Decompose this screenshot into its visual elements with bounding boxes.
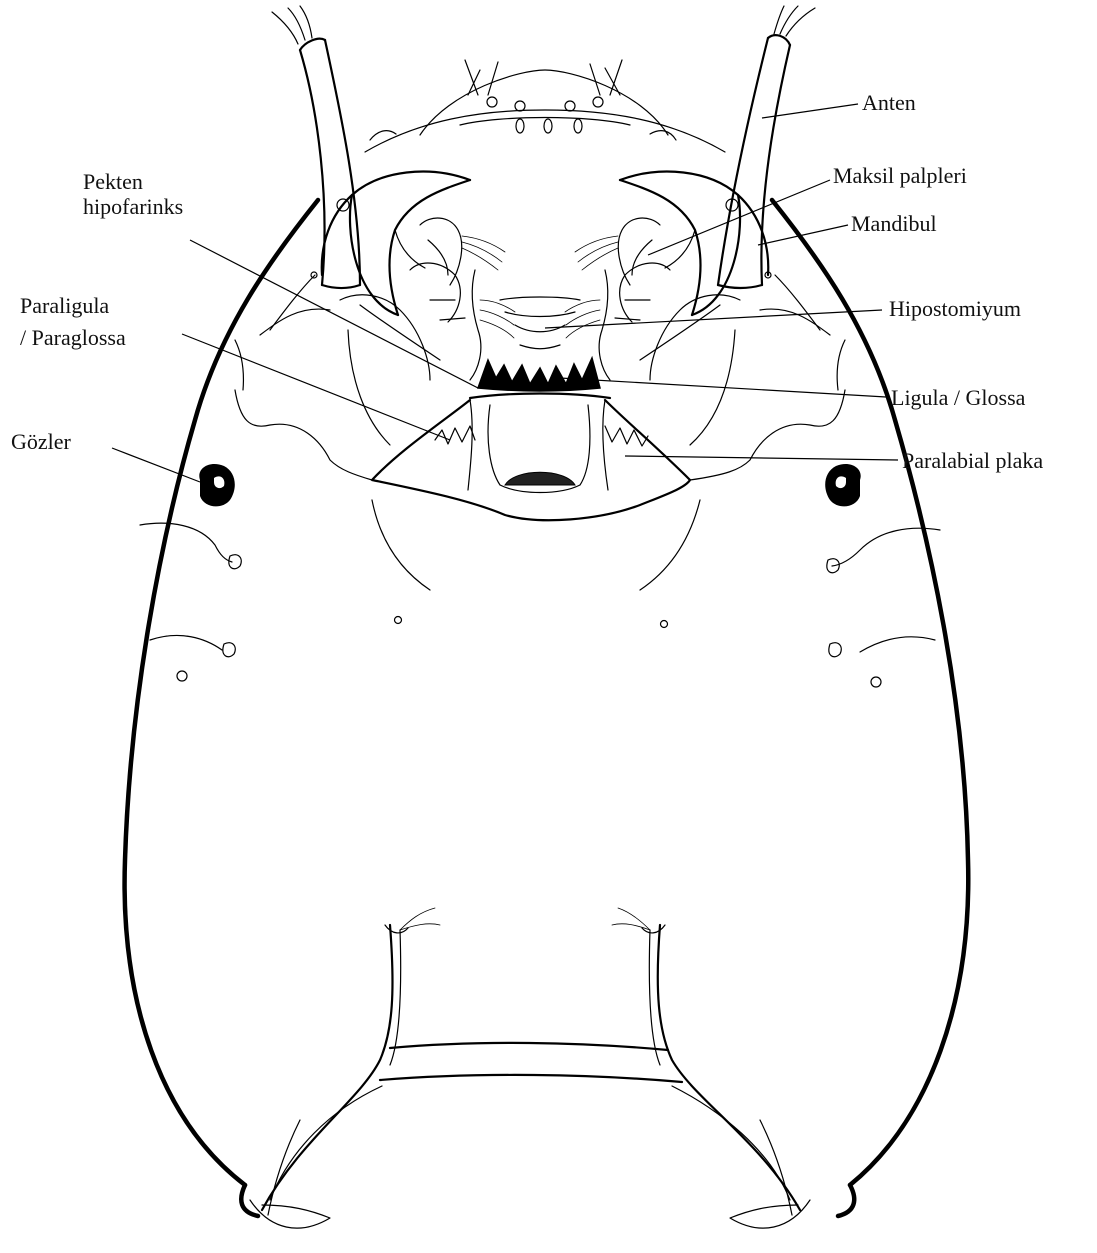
leader-paraligula — [182, 334, 450, 440]
hypostomium — [500, 297, 580, 349]
ligula — [470, 358, 610, 398]
label-pekten-line2: hipofarinks — [83, 194, 183, 219]
labrum-region — [365, 60, 725, 152]
eye-right — [825, 464, 860, 506]
head-capsule-outline — [125, 200, 969, 1216]
mentum-paralabial-plate — [372, 400, 690, 520]
eye-left — [199, 464, 234, 506]
label-pekten-line1: Pekten — [83, 169, 143, 194]
label-hipostomiyum: Hipostomiyum — [889, 296, 1021, 321]
maxilla-left — [340, 218, 515, 380]
leader-pekten — [190, 240, 478, 388]
label-maksil-palpleri: Maksil palpleri — [833, 163, 967, 188]
label-paralabial: Paralabial plaka — [902, 448, 1043, 473]
setae-left — [140, 523, 402, 681]
occipital-region — [250, 908, 810, 1228]
label-paraligula-line2: / Paraglossa — [20, 325, 126, 350]
label-paraligula-line1: Paraligula — [20, 293, 109, 318]
label-anten: Anten — [862, 90, 916, 115]
labels: Anten Maksil palpleri Mandibul Pekten hi… — [11, 90, 1043, 473]
leader-lines — [112, 104, 898, 482]
setae-right — [661, 528, 941, 687]
label-gozler: Gözler — [11, 429, 72, 454]
mandible-left — [260, 172, 470, 335]
label-ligula: Ligula / Glossa — [891, 385, 1026, 410]
leader-hipostomiyum — [545, 310, 882, 328]
label-mandibul: Mandibul — [851, 211, 937, 236]
